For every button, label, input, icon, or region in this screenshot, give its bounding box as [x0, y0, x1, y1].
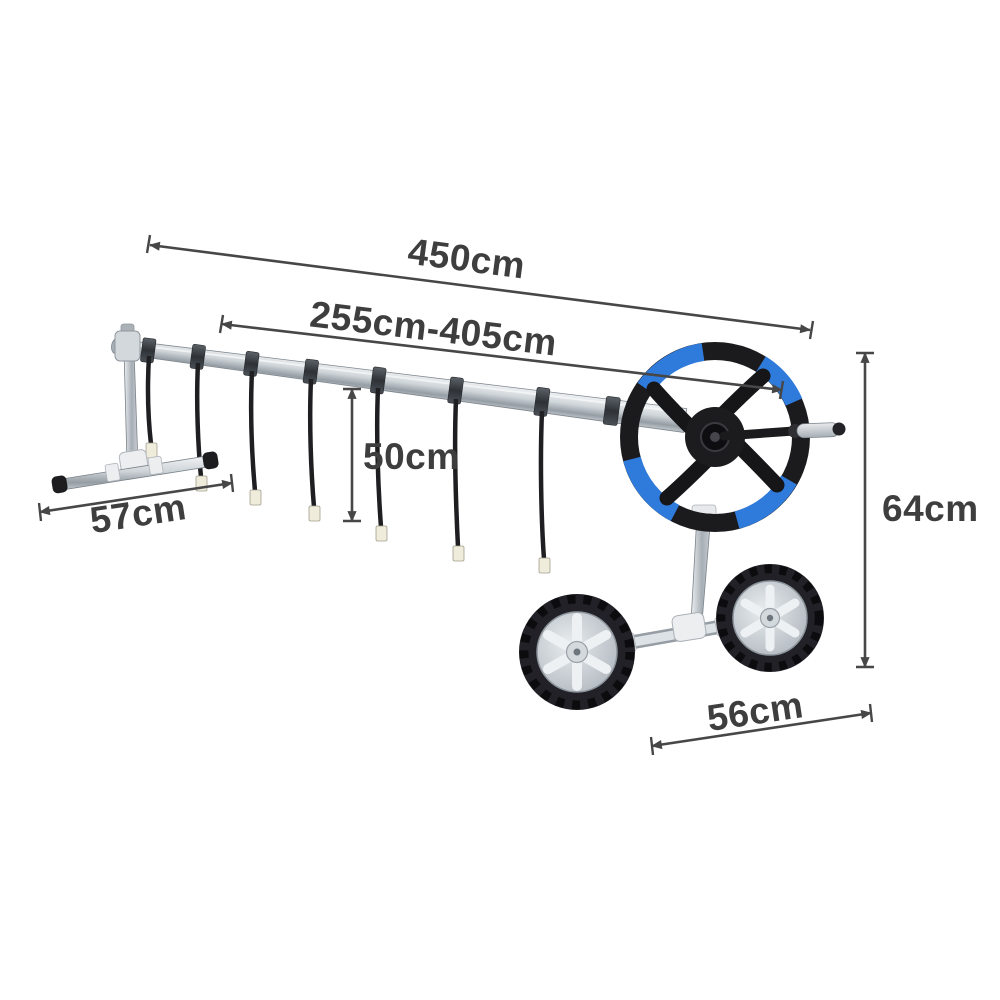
- strap: [145, 355, 158, 459]
- strap-clip: [452, 545, 465, 562]
- strap: [538, 410, 551, 574]
- dimension-tick: [229, 473, 235, 493]
- strap: [374, 387, 388, 542]
- dimension-tick: [868, 703, 874, 723]
- dimension-trolley-width: 56cm: [649, 684, 874, 756]
- dimension-line: [38, 479, 234, 516]
- strap-clip: [375, 525, 388, 542]
- t-fitting: [671, 612, 707, 642]
- dimension-label-overall-length: 450cm: [406, 231, 528, 287]
- dimension-label-overall-height: 64cm: [882, 488, 979, 529]
- strap: [194, 362, 208, 492]
- strap-line: [374, 387, 384, 528]
- strap: [452, 398, 465, 562]
- dimension-tick: [37, 502, 43, 522]
- dimension-label-strap-length: 50cm: [363, 436, 460, 477]
- strap-line: [452, 398, 461, 548]
- strap: [307, 378, 321, 522]
- wheel-trolley: [519, 504, 824, 710]
- strap-clip: [249, 489, 262, 506]
- strap-line: [145, 355, 154, 445]
- crank-end-cap: [832, 422, 846, 436]
- wheel-spoke: [731, 438, 785, 493]
- crank-handle: [719, 422, 846, 441]
- base-sleeve: [147, 455, 164, 475]
- tube-clamp: [114, 330, 141, 362]
- dimension-strap-length: 50cm: [343, 387, 460, 523]
- stand-post: [123, 349, 139, 465]
- strap-line: [248, 370, 258, 492]
- strap-clip: [308, 505, 321, 522]
- wheel-spoke: [716, 368, 771, 421]
- crank-arm: [719, 426, 799, 441]
- dimension-tick: [218, 314, 225, 334]
- hub-center: [573, 648, 581, 656]
- tire-tread: [716, 564, 824, 672]
- dimension-label-trolley-width: 56cm: [704, 684, 806, 739]
- dimension-tick: [145, 234, 152, 254]
- dimension-tick: [649, 736, 655, 756]
- base-end-cap: [202, 451, 219, 470]
- dimension-line: [220, 320, 784, 394]
- blue-grip-pad: [734, 475, 797, 529]
- strap: [248, 370, 262, 506]
- hub-spoke: [578, 651, 611, 674]
- strap-clip: [145, 442, 158, 459]
- hub-center: [766, 614, 774, 622]
- dimension-tick: [808, 320, 815, 340]
- wheel-spoke: [659, 453, 714, 506]
- tire-tread: [519, 594, 635, 710]
- base-end-cap: [51, 475, 68, 494]
- strap-line: [538, 410, 547, 560]
- wheel-hub-dot: [710, 432, 720, 442]
- strap-line: [307, 378, 317, 508]
- dimension-overall-height: 64cm: [856, 351, 979, 669]
- dimension-label-adjustable-length: 255cm-405cm: [308, 294, 559, 364]
- hub-spoke: [543, 630, 576, 653]
- strap-clip: [538, 557, 551, 574]
- dimension-tick: [778, 380, 785, 400]
- trolley-wheel-right: [716, 564, 824, 672]
- dimension-line: [650, 709, 873, 750]
- hand-wheel: [620, 342, 810, 532]
- trolley-wheel-left: [519, 594, 635, 710]
- tube-collar: [602, 396, 621, 426]
- blue-grip-pad: [623, 456, 680, 521]
- dimension-label-stand-base-width: 57cm: [87, 486, 189, 541]
- hub-spoke: [543, 651, 576, 674]
- dimension-line: [148, 241, 812, 334]
- base-sleeve: [104, 462, 121, 482]
- dimensions: 450cm 255cm-405cm 50cm 57cm 64cm: [37, 231, 979, 756]
- hub-spoke: [578, 630, 611, 653]
